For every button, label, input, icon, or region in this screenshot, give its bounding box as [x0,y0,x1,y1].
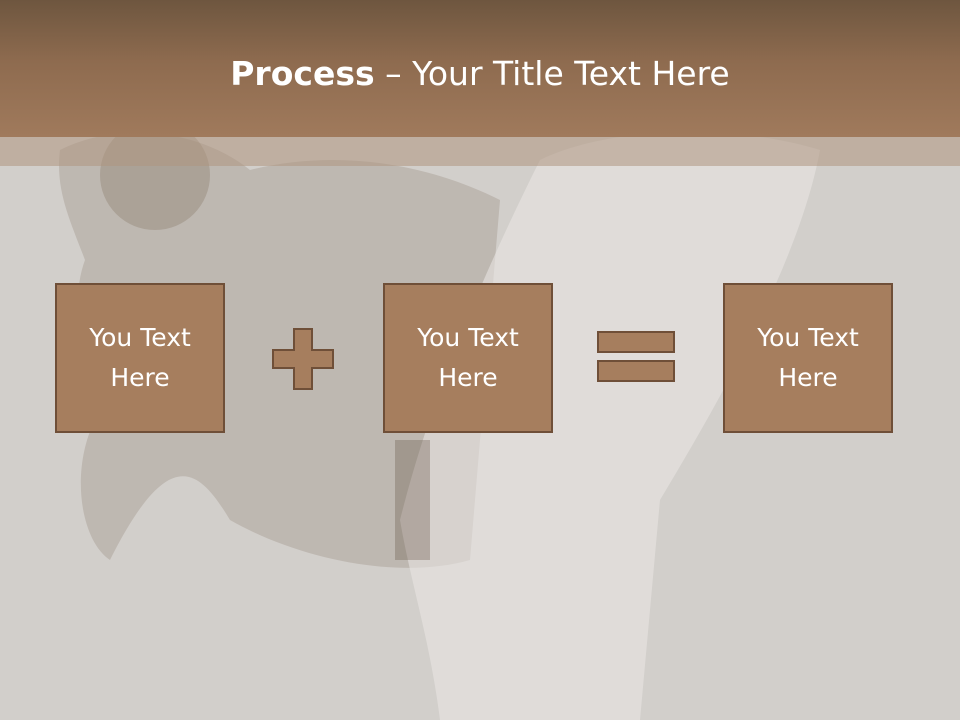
equals-icon [597,331,675,382]
slide-title[interactable]: Process – Your Title Text Here [0,52,960,96]
process-box-3[interactable]: You Text Here [723,283,893,433]
process-box-label: You Text Here [757,323,859,392]
title-bar [0,0,960,137]
plus-icon [272,328,334,390]
title-rest: – Your Title Text Here [374,54,730,93]
process-box-label: You Text Here [89,323,191,392]
title-bold: Process [230,54,375,93]
process-box-label: You Text Here [417,323,519,392]
process-box-1[interactable]: You Text Here [55,283,225,433]
title-underline-strip [0,137,960,166]
process-box-2[interactable]: You Text Here [383,283,553,433]
